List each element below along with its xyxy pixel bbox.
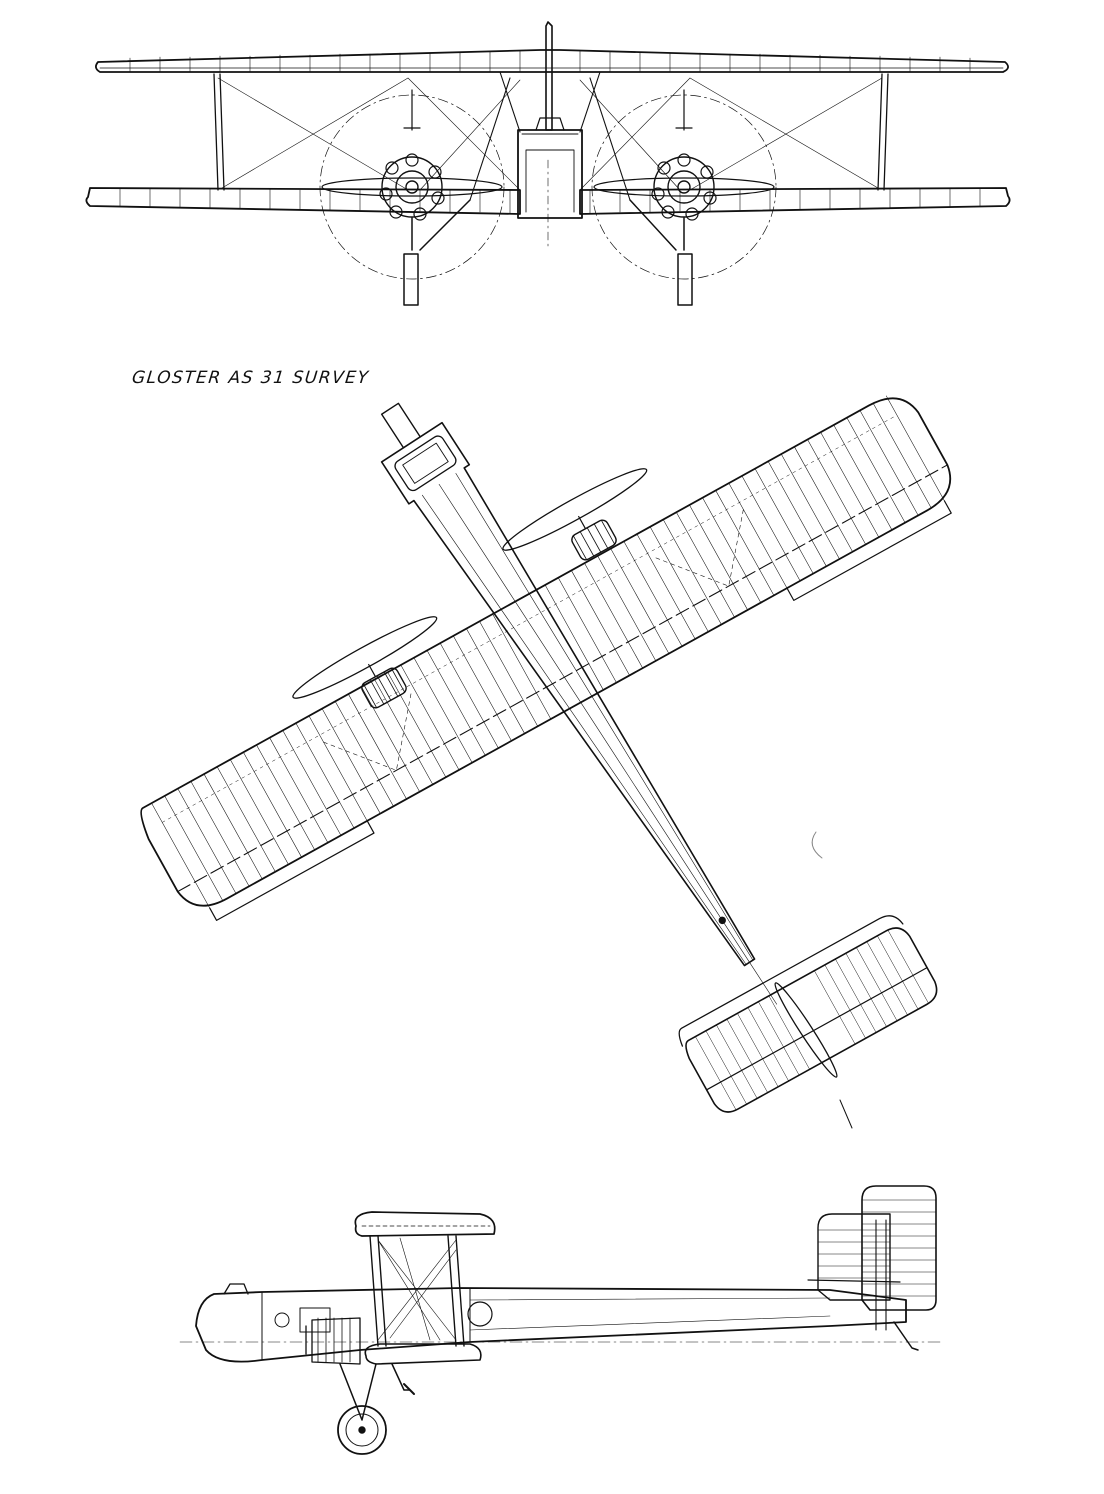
front-lower-wing-right <box>580 188 1010 214</box>
side-landing-gear <box>338 1364 414 1454</box>
front-interplane-strut-right <box>878 74 888 190</box>
plan-tailplane <box>681 922 942 1118</box>
plan-upper-wing <box>134 386 962 918</box>
plan-engine-right <box>498 461 671 593</box>
front-upper-wing <box>96 50 1008 72</box>
front-landing-gear-left <box>404 200 470 305</box>
side-fin-rear <box>862 1186 936 1310</box>
side-bracing-wires <box>378 1238 456 1340</box>
plan-engine-left <box>288 609 461 741</box>
plan-fin <box>770 980 841 1080</box>
front-view <box>86 22 1009 305</box>
side-fin-front <box>818 1214 890 1300</box>
side-wheel <box>338 1406 386 1454</box>
front-bracing-wires <box>218 78 882 190</box>
side-view <box>180 1186 940 1454</box>
plan-wing-ribs <box>152 396 945 908</box>
side-lower-wing <box>365 1344 481 1364</box>
plan-aileron-right <box>787 501 951 601</box>
front-engine-left <box>320 90 504 305</box>
side-upper-wing <box>355 1212 494 1236</box>
side-struts <box>370 1236 464 1346</box>
front-lower-wing <box>86 188 520 214</box>
front-landing-gear-right <box>630 200 692 305</box>
front-fin <box>546 22 552 130</box>
side-fuselage <box>196 1288 906 1362</box>
front-prop-disc-right <box>592 95 776 279</box>
plan-view <box>134 386 969 1128</box>
side-engine <box>306 1318 360 1364</box>
front-upper-wing-ribs <box>130 51 970 72</box>
front-prop-disc-left <box>320 95 504 279</box>
plan-fuselage <box>382 423 780 982</box>
front-engine-right <box>592 90 776 305</box>
plan-aileron-left <box>210 821 374 921</box>
front-interplane-strut-left <box>214 74 224 190</box>
front-fuselage <box>518 130 582 218</box>
